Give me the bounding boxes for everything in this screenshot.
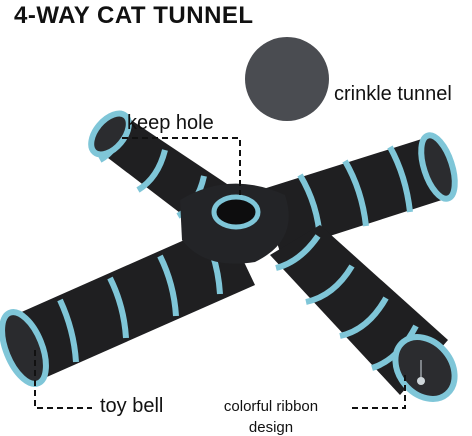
toy-bell-pointer: [34, 350, 92, 409]
callout-lines: [34, 137, 406, 409]
tunnel-hub: [180, 183, 289, 264]
callout-crinkle-tunnel: crinkle tunnel: [334, 83, 452, 105]
callout-colorful-ribbon-line1: colorful ribbon: [223, 398, 319, 415]
tunnel-arm-bottom-right: [270, 225, 458, 402]
tunnel-arm-right: [260, 132, 458, 252]
callout-colorful-ribbon-line2: design: [248, 419, 294, 436]
keep-hole-pointer: [122, 137, 241, 195]
page-title: 4-WAY CAT TUNNEL: [14, 2, 254, 29]
callout-toy-bell: toy bell: [100, 395, 164, 417]
callout-colorful-ribbon: colorful ribbon design: [196, 396, 346, 436]
toy-bell: [417, 377, 425, 385]
crinkle-fabric-swatch: [245, 37, 329, 121]
ribbon-pointer: [352, 372, 406, 409]
keep-hole: [211, 194, 261, 230]
callout-keep-hole: keep hole: [127, 112, 214, 134]
